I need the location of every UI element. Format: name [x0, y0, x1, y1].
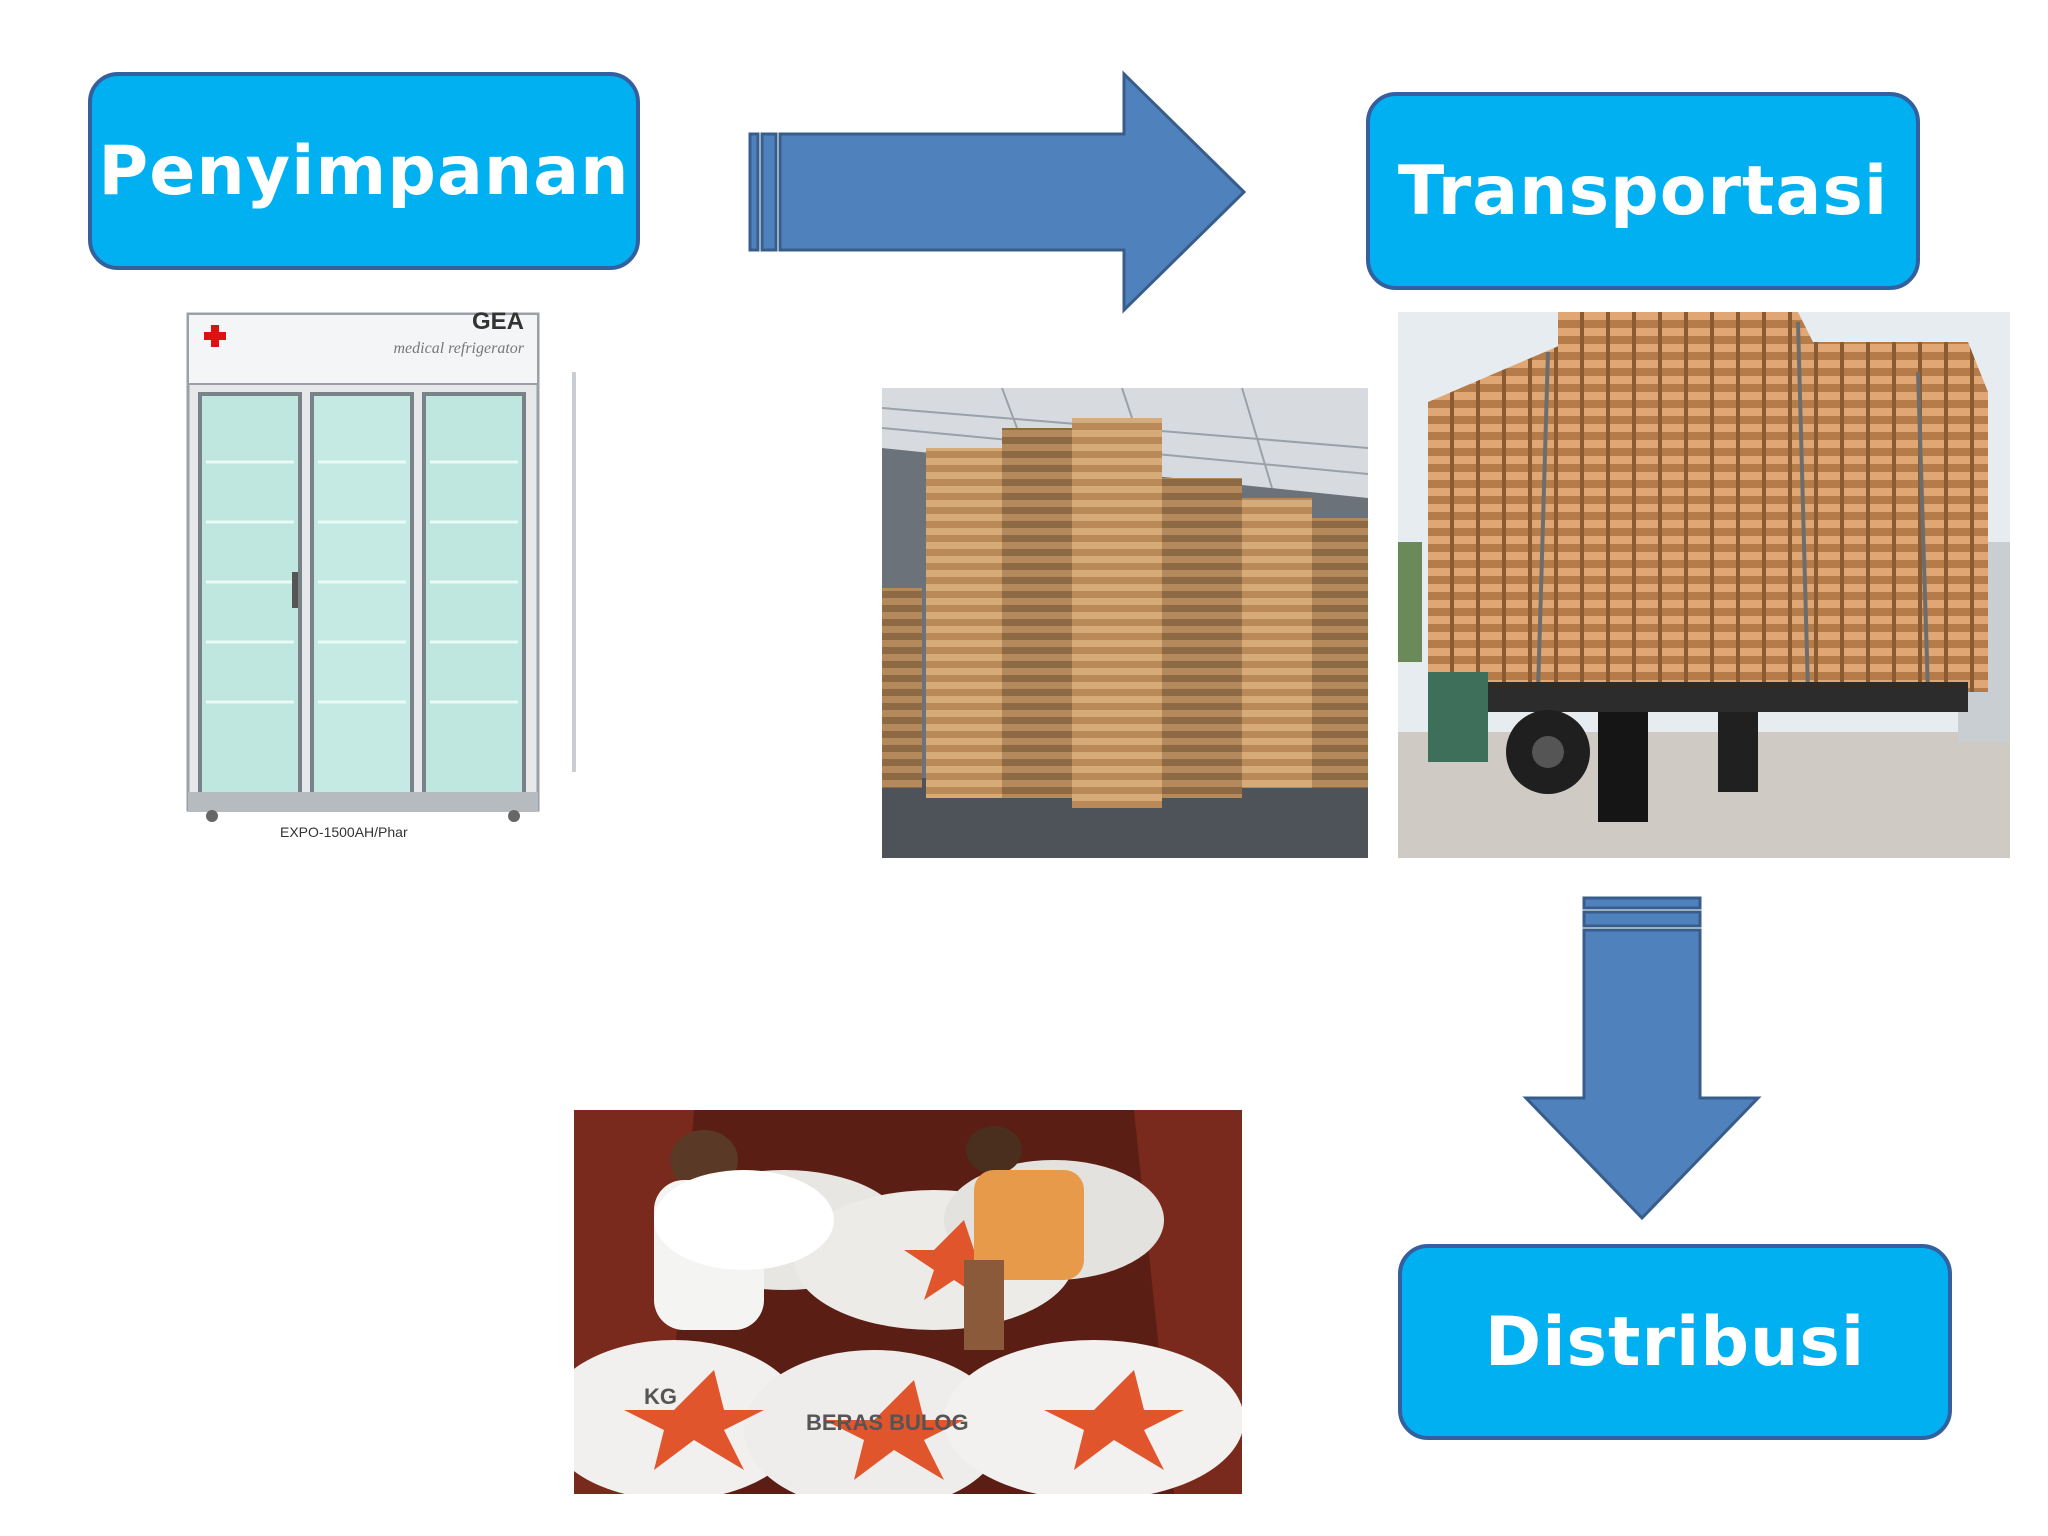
fridge-brand-logo: GEA — [471, 308, 524, 335]
step-box-distribusi: Distribusi — [1398, 1244, 1952, 1440]
sack-weight-text: KG — [644, 1384, 677, 1409]
warehouse-pallets-illustration — [882, 388, 1368, 858]
fridge-photo: GEA medical refrigerator EXPO-1500AH/Pha… — [152, 302, 584, 842]
step-label-transportasi: Transportasi — [1397, 151, 1889, 231]
arrow-right-icon — [748, 70, 1247, 314]
truck-pallets-illustration — [1398, 312, 2010, 858]
step-box-penyimpanan: Penyimpanan — [88, 72, 640, 270]
arrow-down-icon — [1522, 896, 1762, 1221]
step-label-distribusi: Distribusi — [1484, 1302, 1866, 1382]
truck-pallets-photo — [1398, 312, 2010, 858]
warehouse-pallets-photo — [882, 388, 1368, 858]
step-label-penyimpanan: Penyimpanan — [98, 131, 630, 211]
fridge-subtitle: medical refrigerator — [393, 340, 525, 357]
step-box-transportasi: Transportasi — [1366, 92, 1920, 290]
fridge-model-caption: EXPO-1500AH/Phar — [280, 824, 408, 840]
rice-sacks-photo: BERAS BULOG KG — [574, 1110, 1242, 1494]
sack-label-text: BERAS BULOG — [806, 1410, 969, 1435]
rice-sacks-illustration — [574, 1110, 1242, 1494]
fridge-illustration — [152, 302, 584, 842]
